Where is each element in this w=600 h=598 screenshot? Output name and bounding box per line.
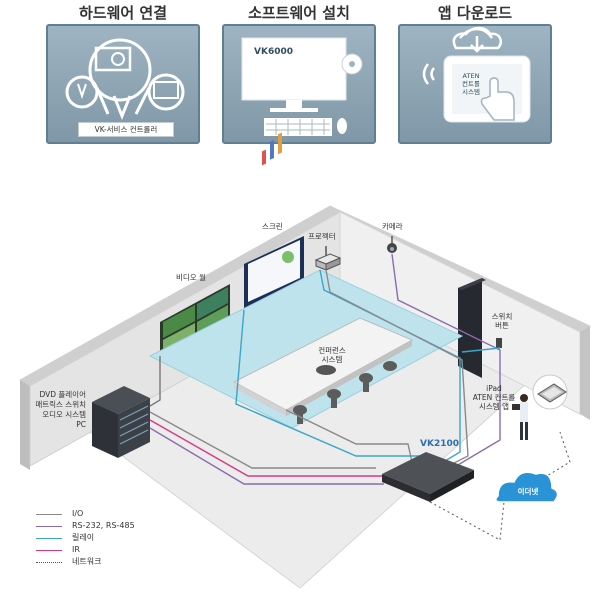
- ipad-icon: [512, 404, 520, 410]
- vk2100-label: VK2100: [420, 439, 459, 449]
- bulb-icon: [65, 75, 99, 109]
- step-software-title: 소프트웨어 설치: [248, 4, 350, 22]
- software-panel: VK6000: [222, 24, 376, 144]
- keyboard-icon: [264, 118, 332, 136]
- tablet-line-1: ATEN: [462, 72, 480, 80]
- projection-screen: [244, 132, 304, 310]
- legend-swatch-ir: [36, 550, 62, 551]
- app-illustration: [422, 26, 531, 123]
- step-hardware-title: 하드웨어 연결: [78, 4, 168, 22]
- step-app-title: 앱 다운로드: [437, 4, 513, 22]
- app-panel: ATEN 컨트롤 시스템: [398, 24, 552, 144]
- legend-swatch-relay: [36, 538, 62, 539]
- hardware-illustration: [65, 38, 185, 121]
- projector-label: 프로젝터: [308, 232, 336, 241]
- legend-label-ir: IR: [72, 545, 80, 554]
- ipad-bubble: [532, 374, 568, 410]
- legend-swatch-io: [36, 514, 62, 515]
- cloud-icon: [495, 471, 559, 503]
- mouse-icon: [337, 118, 347, 134]
- software-illustration: [241, 37, 363, 136]
- screen-label: 스크린: [262, 222, 283, 231]
- legend-label-network: 네트워크: [72, 557, 102, 566]
- cables: [149, 253, 501, 485]
- switch-button-label: 스위치 버튼: [491, 312, 513, 330]
- legend-swatch-network: [36, 562, 62, 563]
- service-controller-banner: VK-서비스 컨트롤러: [78, 122, 174, 137]
- person-with-ipad: [512, 394, 528, 440]
- equipment-rack: [92, 386, 150, 458]
- software-screen-text: VK6000: [254, 47, 293, 57]
- hand-icon: [480, 77, 515, 121]
- left-wall-top: [20, 206, 340, 386]
- conference-mic: [316, 365, 336, 375]
- video-wall-label: 비디오 월: [176, 273, 206, 282]
- legend-label-io: I/O: [72, 509, 84, 518]
- camera: [387, 236, 397, 253]
- legend-swatch-rs232: [36, 526, 62, 527]
- door-panel: [458, 278, 486, 378]
- conference-table: [232, 317, 414, 416]
- legend-label-relay: 릴레이: [72, 533, 95, 542]
- tablet-line-2: 컨트롤: [462, 80, 480, 88]
- chairs: [293, 361, 397, 424]
- camera-label: 카메라: [382, 222, 403, 231]
- legend-label-rs232: RS-232, RS-485: [72, 521, 135, 530]
- wifi-icon: [422, 63, 430, 85]
- hardware-panel: VK-서비스 컨트롤러: [46, 24, 200, 144]
- tablet-line-3: 시스템: [462, 88, 480, 96]
- vk2100-device: [382, 452, 474, 502]
- conference-system-label: 컨퍼런스 시스템: [318, 346, 346, 364]
- video-wall: [160, 284, 230, 356]
- ipad-app-label: iPad ATEN 컨트롤 시스템 앱: [472, 384, 516, 411]
- screen-icon: [147, 73, 185, 111]
- projector-icon: [94, 46, 132, 72]
- rack-devices-label: DVD 플레이어 매트릭스 스위치 오디오 시스템 PC: [35, 390, 86, 429]
- cloud-label: 이더넷: [517, 487, 539, 496]
- network-line: [429, 431, 571, 541]
- wall-switch-button: [496, 338, 502, 348]
